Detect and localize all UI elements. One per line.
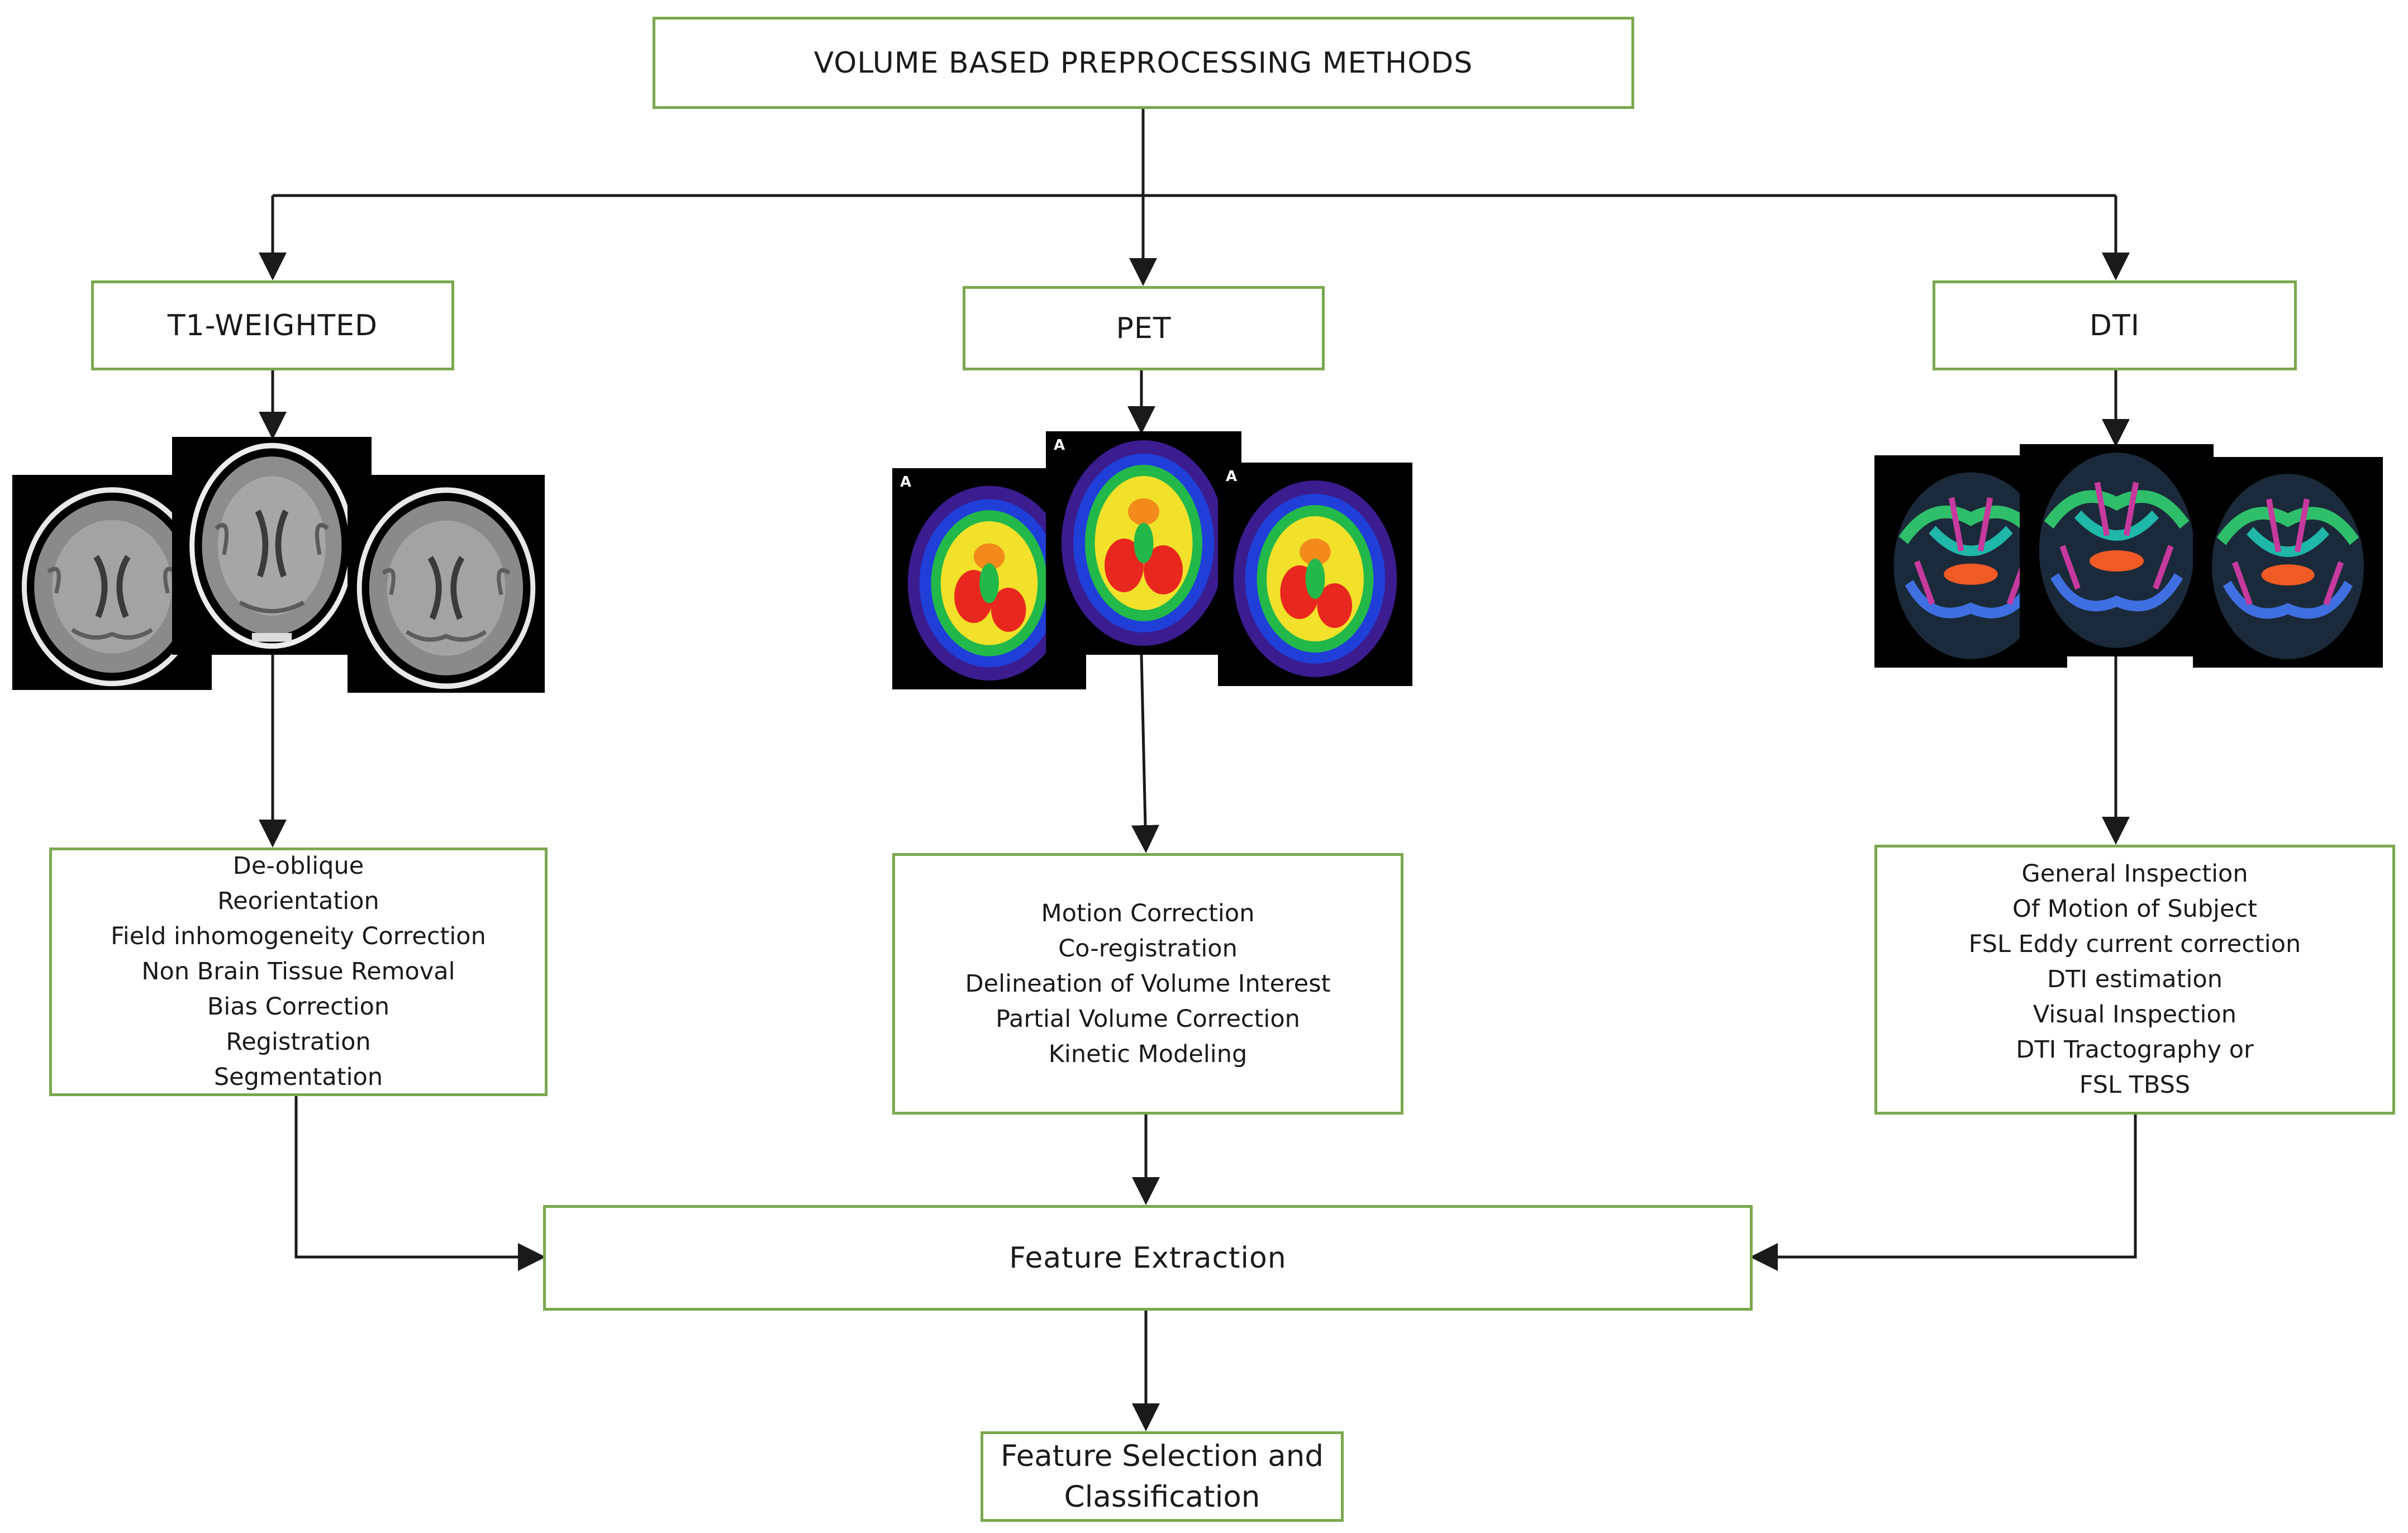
t1-weighted-node: T1-WEIGHTED [91, 280, 454, 370]
pet-step: Co-registration [1058, 934, 1238, 963]
t1-step: Segmentation [213, 1063, 383, 1091]
dti-step: DTI estimation [2047, 965, 2223, 993]
arrow-pet-images-to-steps [1131, 654, 1159, 853]
feature-extraction-label: Feature Extraction [1009, 1241, 1287, 1275]
t1-weighted-label: T1-WEIGHTED [167, 308, 378, 342]
dti-step: Visual Inspection [2033, 1001, 2237, 1029]
feature-extraction-node: Feature Extraction [543, 1205, 1753, 1311]
dti-label: DTI [2089, 308, 2140, 342]
t1-step: Non Brain Tissue Removal [141, 958, 455, 986]
t1-step: Reorientation [217, 887, 379, 915]
pet-label: PET [1116, 311, 1172, 345]
final-label-line2: Classification [1064, 1480, 1260, 1514]
title-label: VOLUME BASED PREPROCESSING METHODS [813, 46, 1473, 80]
pet-node: PET [963, 286, 1325, 370]
dti-step: FSL Eddy current correction [1968, 930, 2301, 958]
pet-step: Partial Volume Correction [996, 1004, 1300, 1033]
dti-step: Of Motion of Subject [2012, 895, 2257, 923]
pet-scan-middle: A [1046, 431, 1241, 655]
pet-step: Kinetic Modeling [1048, 1040, 1248, 1068]
t1-weighted-steps-list: De-oblique Reorientation Field inhomogen… [111, 849, 486, 1095]
pet-corner-label-left: A [900, 474, 912, 491]
pet-corner-label-right: A [1226, 468, 1238, 485]
feature-selection-classification-node: Feature Selection and Classification [981, 1431, 1344, 1522]
dti-step: General Inspection [2021, 860, 2248, 888]
pet-corner-label-middle: A [1054, 437, 1065, 454]
dti-node: DTI [1933, 280, 2297, 370]
dti-steps-list: General Inspection Of Motion of Subject … [1969, 856, 2301, 1103]
pet-steps-box: Motion Correction Co-registration Deline… [892, 853, 1403, 1115]
t1-scan-right [348, 475, 545, 693]
final-label-line1: Feature Selection and [1001, 1439, 1324, 1473]
t1-step: Field inhomogeneity Correction [111, 922, 486, 950]
dti-scan-right [2193, 457, 2383, 668]
arrow-t1-steps-to-feature-extraction [294, 1096, 546, 1271]
pet-step: Delineation of Volume Interest [965, 969, 1331, 998]
t1-step: Bias Correction [207, 993, 390, 1021]
t1-weighted-steps-box: De-oblique Reorientation Field inhomogen… [49, 848, 548, 1096]
t1-step: De-oblique [232, 852, 364, 880]
pet-scan-right: A [1218, 463, 1412, 686]
pet-steps-list: Motion Correction Co-registration Deline… [965, 896, 1331, 1072]
dti-step: FSL TBSS [2079, 1071, 2191, 1099]
feature-selection-classification-text: Feature Selection and Classification [1001, 1436, 1324, 1517]
dti-scan-middle [2020, 444, 2214, 656]
pet-step: Motion Correction [1041, 899, 1255, 927]
t1-scan-middle [172, 437, 372, 655]
dti-steps-box: General Inspection Of Motion of Subject … [1874, 845, 2395, 1115]
t1-step: Registration [226, 1028, 371, 1056]
arrow-dti-steps-to-feature-extraction [1750, 1115, 2137, 1271]
dti-step: DTI Tractography or [2016, 1036, 2254, 1064]
title-node: VOLUME BASED PREPROCESSING METHODS [653, 17, 1634, 109]
